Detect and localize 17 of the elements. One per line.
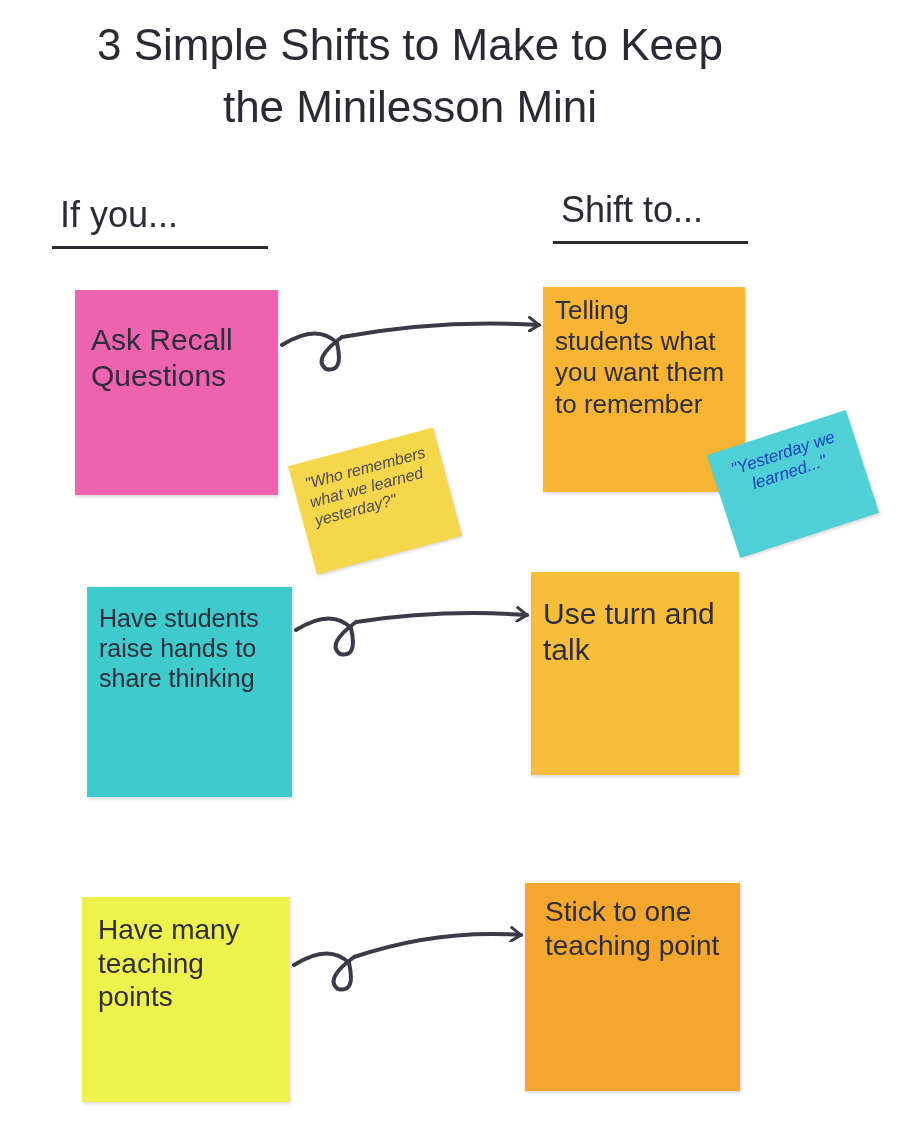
sticky-note	[82, 897, 290, 1102]
note-text: Stick to one teaching point	[545, 895, 720, 963]
sticky-note	[87, 587, 292, 797]
column-heading: If you...	[52, 188, 268, 249]
note-text: Have students raise hands to share thinking	[99, 603, 260, 693]
squiggle-arrow	[292, 925, 523, 992]
sticky-note	[525, 883, 740, 1091]
note-text: Telling students what you want them to remember	[555, 295, 726, 420]
sticky-note	[531, 572, 739, 775]
squiggle-arrow	[280, 316, 541, 372]
sticky-note	[75, 290, 278, 495]
squiggle-arrow	[294, 605, 529, 657]
column-heading: Shift to...	[553, 183, 748, 244]
title: 3 Simple Shifts to Make to Keep the Minilesson Mini	[95, 19, 725, 133]
note-text: Ask Recall Questions	[91, 322, 234, 394]
note-text: Use turn and talk	[543, 596, 716, 668]
note-text: Have many teaching points	[98, 913, 241, 1014]
